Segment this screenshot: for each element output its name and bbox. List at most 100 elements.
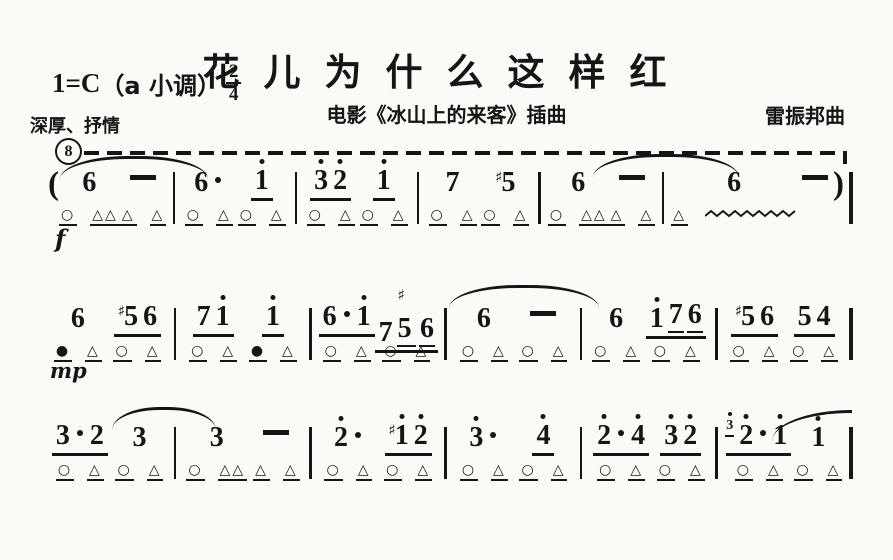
breath-marker: △ — [765, 462, 783, 481]
blow-draw-markers: ○△ — [189, 342, 238, 362]
note-number: 6 — [419, 313, 434, 344]
breath-marker: △ — [119, 207, 137, 226]
note: ♯5 — [494, 168, 516, 197]
note-group: 6 — [67, 304, 89, 336]
dynamic-mark: f — [55, 224, 66, 253]
note: 3 — [663, 414, 679, 450]
note-number: 3 — [132, 421, 147, 453]
note: 4 — [535, 414, 551, 450]
note: ♯5 — [396, 287, 416, 347]
note-row: 6 — [67, 302, 89, 338]
slur-line3-tie — [112, 407, 216, 430]
breath-marker: △ — [550, 462, 568, 481]
note-row: 3 — [465, 415, 502, 457]
breath-marker: △ — [683, 343, 700, 362]
measure: 3○△4○△ — [446, 414, 583, 481]
note: 1 — [649, 297, 665, 333]
note-group: 7 — [442, 168, 464, 200]
note-row — [258, 421, 294, 457]
note-group: ♯5 — [491, 168, 519, 200]
note-cell — [797, 166, 833, 226]
note-group: 4 — [532, 414, 555, 456]
note: 3 — [55, 422, 71, 450]
note-group: 1 — [250, 159, 273, 201]
note-number: 4 — [816, 301, 831, 332]
note-row: 1 — [261, 295, 284, 338]
note-number: 2 — [414, 414, 428, 450]
note: 3 — [313, 159, 329, 195]
blow-draw-markers: ○△ — [184, 206, 233, 226]
note-number: 1 — [255, 159, 269, 195]
breath-marker: ○ — [790, 343, 809, 362]
mode-text: （a 小调） — [100, 71, 221, 100]
duration-dot — [354, 431, 361, 438]
note: ♯5 — [117, 303, 139, 331]
blow-draw-markers: ○△ — [322, 342, 371, 362]
breath-marker: △ — [623, 343, 641, 362]
note: 1 — [376, 159, 392, 195]
octave-dot — [259, 159, 265, 164]
note-cell: 2○△ — [324, 415, 373, 481]
breath-marker: ○ — [428, 207, 447, 226]
note-number: 2 — [333, 159, 347, 195]
note: 4 — [816, 303, 832, 331]
note: 3 — [209, 423, 225, 452]
breath-marker: △ — [688, 462, 705, 481]
note-group: 1 — [372, 159, 395, 201]
breath-marker: △ — [253, 462, 270, 481]
breath-marker: ○ — [359, 207, 378, 226]
note: 7 — [196, 303, 212, 331]
octave-dot — [540, 414, 546, 419]
note-group: 3 — [128, 421, 150, 455]
note-cell: 7 ○△ — [428, 166, 477, 226]
sharp-sign: ♯ — [734, 302, 743, 320]
breath-marker: ○ — [656, 462, 676, 481]
breath-marker: ○ — [324, 462, 343, 481]
octave-dot — [318, 159, 324, 164]
octave-dot — [399, 414, 405, 419]
note-row — [614, 166, 650, 202]
note-row: 6 — [605, 302, 627, 338]
note-cell: 6○△ — [459, 302, 508, 362]
breath-marker: ○ — [55, 462, 75, 481]
slur-line2-tie — [449, 285, 599, 308]
note-cell: 6○△ — [592, 302, 641, 362]
breath-marker: △ — [146, 462, 164, 481]
blow-draw-markers: ○△ — [384, 461, 433, 481]
note-number: 6 — [571, 166, 586, 198]
note-group: 2 — [330, 415, 367, 455]
octave-dot — [601, 414, 607, 419]
note-number: 6 — [322, 301, 337, 332]
blow-draw-markers: ○△ — [428, 206, 477, 226]
breath-marker: ○ — [384, 462, 403, 481]
duration-dot — [490, 431, 497, 438]
note: 5 — [797, 303, 813, 331]
blow-draw-markers: ○△ — [459, 342, 508, 362]
breath-marker: △ — [491, 462, 508, 481]
close-paren: ) — [833, 166, 845, 202]
note-row: 4 — [532, 414, 555, 457]
note: 7 — [445, 168, 461, 197]
note: 1 — [215, 295, 231, 331]
note-number: 3 — [314, 159, 328, 195]
